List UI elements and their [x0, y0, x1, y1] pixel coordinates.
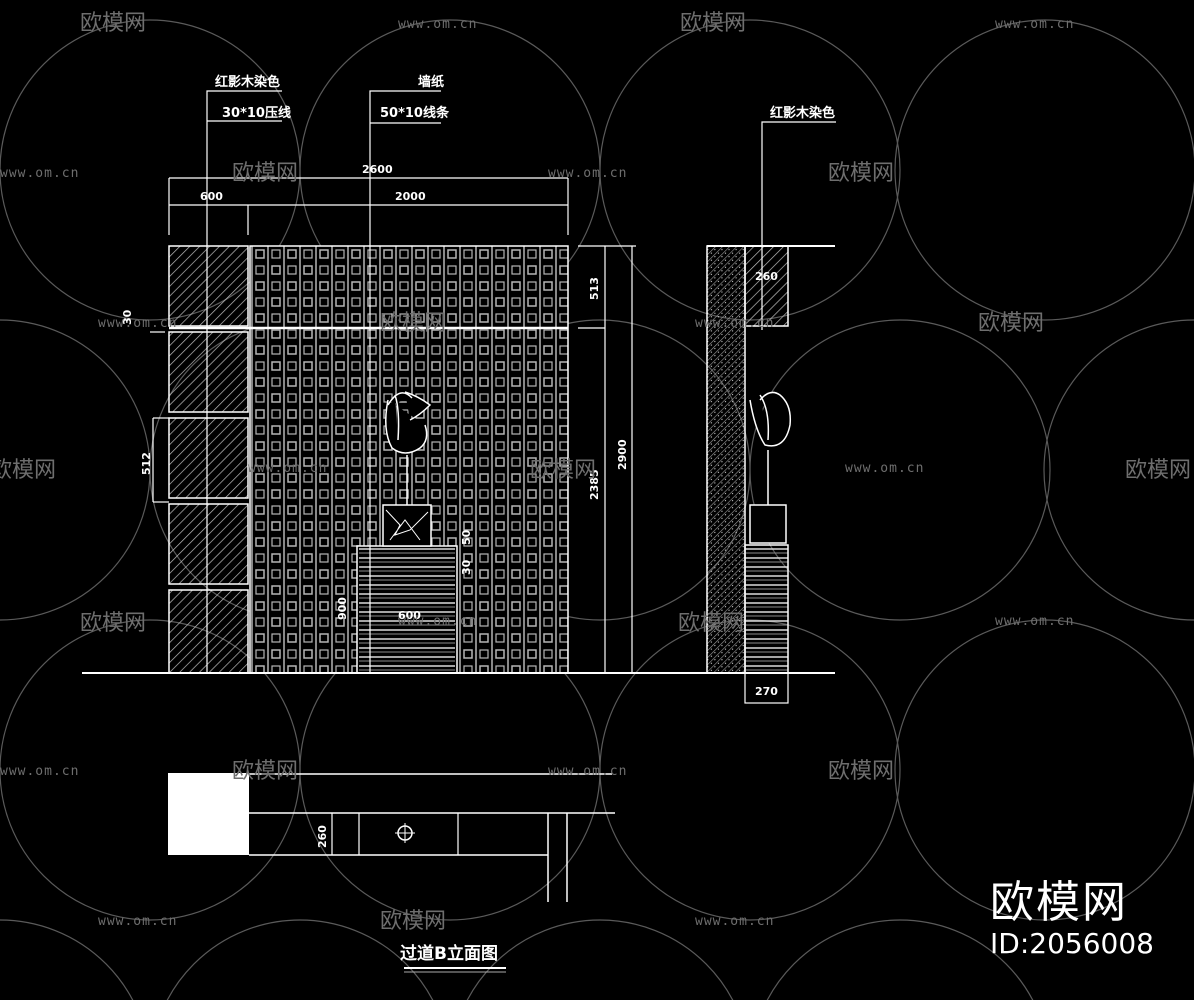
- svg-text:欧模网: 欧模网: [0, 458, 56, 483]
- dim-top-band: 513: [588, 277, 601, 300]
- plan-column: [168, 773, 249, 855]
- svg-text:www.om.cn: www.om.cn: [0, 166, 79, 181]
- flower-sculpture: [385, 391, 432, 454]
- dim-top-b: 30: [460, 559, 473, 575]
- watermarks: 欧模网 www.om.cn 欧模网 www.om.cn www.om.cn 欧模…: [0, 11, 1191, 934]
- svg-text:www.om.cn: www.om.cn: [995, 614, 1074, 629]
- svg-text:欧模网: 欧模网: [828, 759, 894, 784]
- svg-text:www.om.cn: www.om.cn: [695, 914, 774, 929]
- left-panel-1: [168, 245, 249, 327]
- model-id: ID:2056008: [990, 927, 1154, 960]
- svg-text:欧模网: 欧模网: [80, 611, 146, 636]
- dim-panel-height: 512: [140, 452, 153, 475]
- callout-1-line1: 红影木染色: [215, 74, 280, 90]
- callout-2-line2: 50*10线条: [380, 105, 450, 121]
- left-panel-2: [168, 331, 249, 413]
- svg-text:www.om.cn: www.om.cn: [695, 316, 774, 331]
- drawing-title: 过道B立面图: [400, 943, 498, 964]
- plan-view: 260: [168, 773, 615, 902]
- left-panel-3: [168, 417, 249, 499]
- svg-text:www.om.cn: www.om.cn: [98, 914, 177, 929]
- dim-top-a: 50: [460, 529, 473, 545]
- svg-text:www.om.cn: www.om.cn: [548, 166, 627, 181]
- svg-text:www.om.cn: www.om.cn: [0, 764, 79, 779]
- svg-text:欧模网: 欧模网: [530, 458, 596, 483]
- side-vase-box: [749, 504, 787, 544]
- svg-text:欧模网: 欧模网: [678, 611, 744, 636]
- svg-text:欧模网: 欧模网: [680, 11, 746, 36]
- side-elevation: 红影木染色 270 260: [693, 105, 836, 704]
- svg-text:欧模网: 欧模网: [80, 11, 146, 36]
- side-top-panel: [744, 245, 789, 327]
- dim-top-depth: 260: [755, 270, 778, 283]
- brand-name: 欧模网: [990, 877, 1129, 928]
- svg-text:www.om.cn: www.om.cn: [548, 764, 627, 779]
- side-cabinet: [744, 544, 789, 674]
- left-panel-4: [168, 503, 249, 585]
- svg-text:欧模网: 欧模网: [232, 161, 298, 186]
- callout-1-line2: 30*10压线: [222, 105, 291, 121]
- svg-text:www.om.cn: www.om.cn: [98, 316, 177, 331]
- svg-text:欧模网: 欧模网: [380, 909, 446, 934]
- svg-text:www.om.cn: www.om.cn: [398, 17, 477, 32]
- svg-text:欧模网: 欧模网: [978, 311, 1044, 336]
- side-wall: [706, 245, 746, 674]
- dim-joint: 30: [121, 309, 134, 325]
- svg-text:www.om.cn: www.om.cn: [398, 614, 477, 629]
- dim-overall-height: 2900: [616, 439, 629, 470]
- svg-text:www.om.cn: www.om.cn: [995, 17, 1074, 32]
- callout-2-line1: 墙纸: [418, 74, 444, 90]
- dim-cabinet-height: 900: [336, 597, 349, 620]
- plan-dim: 260: [316, 825, 329, 848]
- svg-text:欧模网: 欧模网: [380, 311, 446, 336]
- left-panel-5: [168, 589, 249, 674]
- dim-base-depth: 270: [755, 685, 778, 698]
- svg-text:欧模网: 欧模网: [232, 759, 298, 784]
- svg-text:www.om.cn: www.om.cn: [845, 461, 924, 476]
- dim-lower-height: 2385: [588, 469, 601, 500]
- side-callout: 红影木染色: [770, 105, 835, 121]
- svg-text:www.om.cn: www.om.cn: [248, 461, 327, 476]
- dim-overall-width: 2600: [362, 163, 393, 176]
- dim-right-width: 2000: [395, 190, 426, 203]
- svg-text:欧模网: 欧模网: [1125, 458, 1191, 483]
- dim-cabinet-width: 600: [398, 609, 421, 622]
- svg-text:欧模网: 欧模网: [828, 161, 894, 186]
- brand-badge: 欧模网 ID:2056008: [990, 878, 1154, 960]
- dim-left-width: 600: [200, 190, 223, 203]
- front-elevation: 红影木染色 30*10压线 墙纸 50*10线条 2600 600 2000 5…: [82, 74, 693, 674]
- cabinet-slats: [359, 548, 455, 671]
